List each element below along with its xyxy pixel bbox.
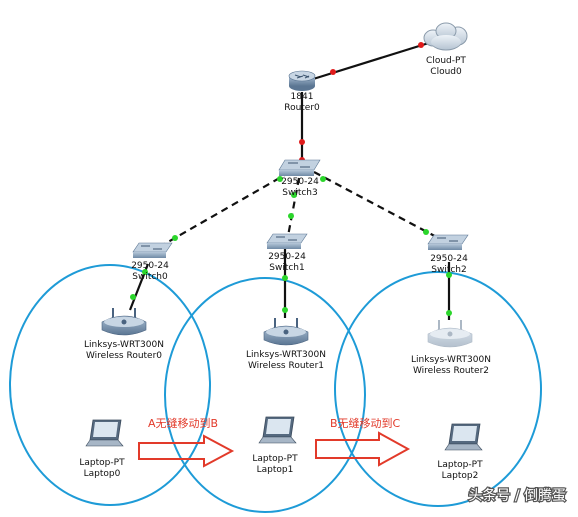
roaming-arrow-b-to-c: B无缝移动到C bbox=[315, 416, 411, 467]
laptop0-model-label: Laptop-PT bbox=[79, 458, 125, 468]
coverage-areas bbox=[9, 264, 542, 513]
link-switch3-switch0 bbox=[153, 171, 291, 251]
cloud-model-label: Cloud-PT bbox=[426, 56, 466, 66]
wr2-name-label: Wireless Router2 bbox=[413, 366, 489, 376]
switch1-name-label: Switch1 bbox=[269, 263, 304, 273]
link-dot-green bbox=[277, 176, 283, 182]
switch0-node[interactable]: 2950-24 Switch0 bbox=[131, 242, 173, 282]
router-icon bbox=[288, 70, 316, 91]
wireless-router2-node[interactable]: Linksys-WRT300N Wireless Router2 bbox=[411, 320, 491, 376]
switch2-model-label: 2950-24 bbox=[430, 254, 468, 264]
laptop-icon bbox=[444, 423, 483, 451]
watermark-text: 头条号 / 倒腾蛋 bbox=[468, 487, 566, 504]
laptop0-node[interactable]: Laptop-PT Laptop0 bbox=[79, 419, 125, 479]
coverage-circle-router0 bbox=[9, 264, 211, 506]
switch2-name-label: Switch2 bbox=[431, 265, 466, 275]
link-dot-green bbox=[130, 294, 136, 300]
coverage-circle-router1 bbox=[164, 277, 366, 513]
switch3-model-label: 2950-24 bbox=[281, 177, 319, 187]
switch1-model-label: 2950-24 bbox=[268, 252, 306, 262]
link-dot-green bbox=[172, 235, 178, 241]
wireless-router0-node[interactable]: Linksys-WRT300N Wireless Router0 bbox=[84, 308, 164, 361]
wireless-router-icon bbox=[101, 308, 147, 336]
hollow-arrow-icon bbox=[315, 431, 411, 467]
link-dot-red bbox=[299, 139, 305, 145]
link-dot-red bbox=[418, 42, 424, 48]
link-dot-red bbox=[330, 69, 336, 75]
link-router-cloud bbox=[309, 40, 433, 82]
switch0-name-label: Switch0 bbox=[132, 272, 168, 282]
watermark: 头条号 / 倒腾蛋 bbox=[467, 486, 567, 505]
link-dot-green bbox=[282, 307, 288, 313]
link-dot-green bbox=[288, 213, 294, 219]
hollow-arrow-icon bbox=[138, 434, 235, 468]
switch0-model-label: 2950-24 bbox=[131, 261, 169, 271]
link-dot-green bbox=[291, 192, 297, 198]
wireless-router-icon bbox=[427, 320, 473, 348]
link-dot-green bbox=[446, 272, 452, 278]
link-dot-green bbox=[446, 310, 452, 316]
wr0-name-label: Wireless Router0 bbox=[86, 351, 162, 361]
wr1-name-label: Wireless Router1 bbox=[248, 361, 324, 371]
link-dot-green bbox=[423, 229, 429, 235]
annotation-a-to-b: A无缝移动到B bbox=[148, 416, 218, 430]
laptop0-name-label: Laptop0 bbox=[84, 469, 121, 479]
laptop-icon bbox=[258, 416, 297, 444]
wr0-model-label: Linksys-WRT300N bbox=[84, 340, 164, 350]
wireless-router-icon bbox=[263, 318, 309, 346]
annotation-b-to-c: B无缝移动到C bbox=[330, 416, 401, 430]
roaming-arrow-a-to-b: A无缝移动到B bbox=[138, 416, 235, 468]
link-dot-green bbox=[142, 269, 148, 275]
laptop1-name-label: Laptop1 bbox=[257, 465, 294, 475]
laptop2-name-label: Laptop2 bbox=[442, 471, 479, 481]
cloud-name-label: Cloud0 bbox=[430, 67, 462, 77]
link-dot-green bbox=[282, 275, 288, 281]
cloud-icon bbox=[423, 22, 468, 51]
switch3-node[interactable]: 2950-24 Switch3 bbox=[278, 159, 321, 198]
wr2-model-label: Linksys-WRT300N bbox=[411, 355, 491, 365]
coverage-circle-router2 bbox=[334, 271, 542, 507]
router-node[interactable]: 1841 Router0 bbox=[284, 70, 320, 113]
switch-icon bbox=[427, 234, 469, 250]
laptop1-model-label: Laptop-PT bbox=[252, 454, 298, 464]
switch-icon bbox=[266, 233, 308, 249]
switch-icon bbox=[278, 159, 321, 176]
switch3-name-label: Switch3 bbox=[282, 188, 317, 198]
link-dot-green bbox=[320, 176, 326, 182]
router-model-label: 1841 bbox=[291, 92, 314, 102]
laptop-icon bbox=[85, 419, 124, 447]
switch2-node[interactable]: 2950-24 Switch2 bbox=[427, 234, 469, 275]
link-switch3-switch1 bbox=[286, 177, 301, 237]
wr1-model-label: Linksys-WRT300N bbox=[246, 350, 326, 360]
switch1-node[interactable]: 2950-24 Switch1 bbox=[266, 233, 308, 273]
laptop1-node[interactable]: Laptop-PT Laptop1 bbox=[252, 416, 298, 475]
switch-icon bbox=[132, 242, 173, 258]
router-name-label: Router0 bbox=[284, 103, 320, 113]
laptop2-node[interactable]: Laptop-PT Laptop2 bbox=[437, 423, 483, 481]
cloud-node[interactable]: Cloud-PT Cloud0 bbox=[423, 22, 468, 77]
laptop2-model-label: Laptop-PT bbox=[437, 460, 483, 470]
wireless-router1-node[interactable]: Linksys-WRT300N Wireless Router1 bbox=[246, 318, 326, 371]
